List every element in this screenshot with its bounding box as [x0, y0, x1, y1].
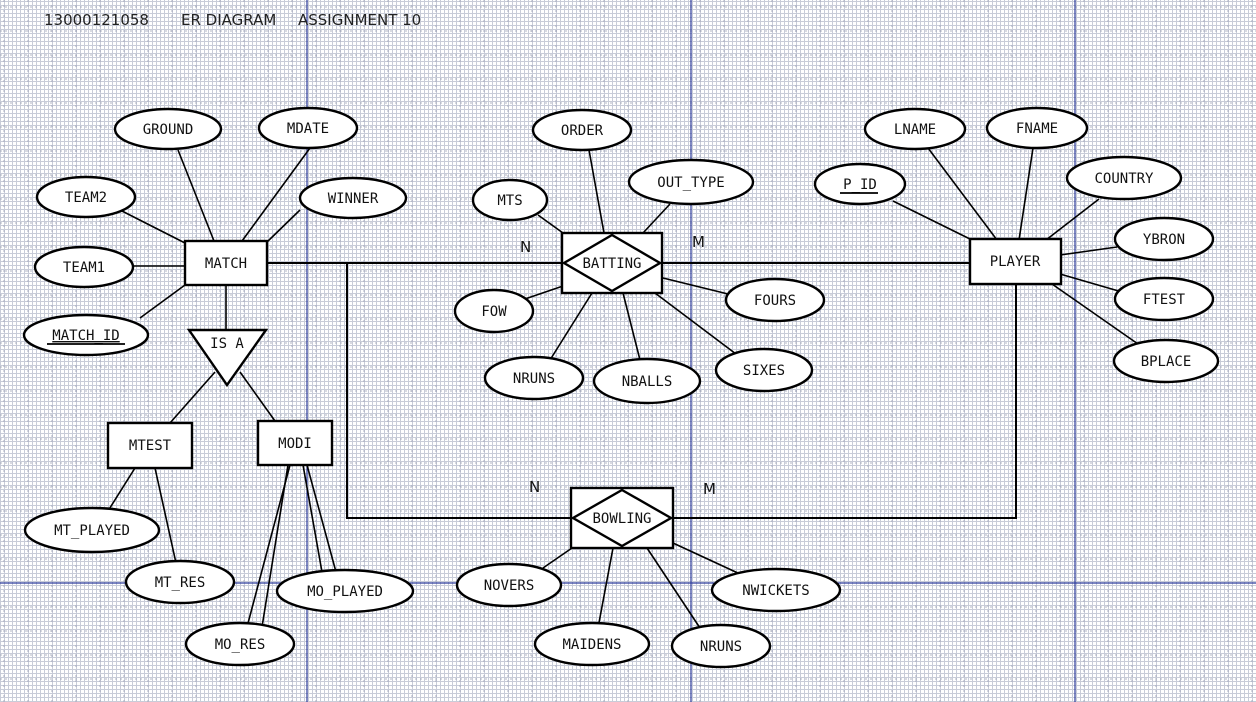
relationship-bowling[interactable]: BOWLING — [569, 486, 675, 550]
entity-modi[interactable]: MODI — [256, 419, 334, 467]
svg-text:COUNTRY: COUNTRY — [1094, 171, 1154, 187]
svg-text:BPLACE: BPLACE — [1141, 354, 1192, 370]
assignment-label: ASSIGNMENT 10 — [298, 11, 421, 29]
svg-text:MATCH_ID: MATCH_ID — [52, 328, 119, 344]
attr-ground[interactable]: GROUND — [113, 107, 223, 151]
svg-text:SIXES: SIXES — [743, 363, 785, 379]
diagram-title: ER DIAGRAM — [181, 11, 276, 29]
attr-team2[interactable]: TEAM2 — [35, 175, 137, 219]
attr-nruns-bowling[interactable]: NRUNS — [670, 623, 772, 669]
student-id: 13000121058 — [44, 11, 149, 29]
entity-player[interactable]: PLAYER — [968, 237, 1063, 286]
attr-mdate[interactable]: MDATE — [257, 106, 359, 150]
svg-text:YBRON: YBRON — [1143, 232, 1185, 248]
entity-mtest-label: MTEST — [129, 438, 172, 454]
attribute-links — [107, 147, 1139, 629]
svg-text:FNAME: FNAME — [1016, 121, 1058, 137]
svg-text:ORDER: ORDER — [561, 123, 604, 139]
svg-text:MT_RES: MT_RES — [155, 575, 206, 591]
attr-winner[interactable]: WINNER — [298, 176, 408, 220]
attr-bplace[interactable]: BPLACE — [1112, 338, 1220, 384]
svg-text:OUT_TYPE: OUT_TYPE — [657, 175, 724, 191]
svg-text:WINNER: WINNER — [328, 191, 379, 207]
entity-modi-label: MODI — [278, 436, 312, 452]
attr-match-id[interactable]: MATCH_ID — [22, 313, 150, 357]
svg-text:NRUNS: NRUNS — [513, 371, 555, 387]
attr-out-type[interactable]: OUT_TYPE — [627, 158, 755, 206]
svg-text:NWICKETS: NWICKETS — [742, 583, 809, 599]
attr-country[interactable]: COUNTRY — [1065, 155, 1183, 201]
svg-text:MO_PLAYED: MO_PLAYED — [307, 584, 383, 600]
svg-text:GROUND: GROUND — [143, 122, 194, 138]
svg-text:LNAME: LNAME — [894, 122, 936, 138]
entity-match[interactable]: MATCH — [183, 239, 269, 287]
attr-ybron[interactable]: YBRON — [1113, 216, 1215, 262]
attr-lname[interactable]: LNAME — [863, 107, 967, 151]
attr-sixes[interactable]: SIXES — [714, 347, 814, 393]
svg-text:TEAM2: TEAM2 — [65, 190, 107, 206]
attr-mt-res[interactable]: MT_RES — [124, 559, 236, 605]
relationship-batting-label: BATTING — [582, 256, 641, 272]
attr-mt-played[interactable]: MT_PLAYED — [23, 506, 161, 554]
attr-mo-res[interactable]: MO_RES — [184, 621, 296, 667]
batting-card-left: N — [520, 238, 531, 256]
attr-ftest[interactable]: FTEST — [1113, 276, 1215, 322]
relationship-batting[interactable]: BATTING — [560, 231, 664, 295]
attr-fours[interactable]: FOURS — [724, 277, 826, 323]
batting-card-right: M — [692, 233, 705, 251]
attr-fow[interactable]: FOW — [453, 288, 535, 334]
svg-text:FOW: FOW — [481, 304, 507, 320]
svg-text:MAIDENS: MAIDENS — [562, 637, 621, 653]
attr-team1[interactable]: TEAM1 — [33, 245, 135, 289]
svg-text:MO_RES: MO_RES — [215, 637, 266, 653]
attr-fname[interactable]: FNAME — [985, 106, 1089, 150]
relationship-links — [267, 262, 1017, 519]
svg-text:P_ID: P_ID — [843, 177, 877, 193]
attr-mts[interactable]: MTS — [471, 178, 549, 222]
attr-mo-played[interactable]: MO_PLAYED — [275, 568, 415, 614]
attr-maidens[interactable]: MAIDENS — [533, 621, 651, 667]
bowling-card-left: N — [529, 478, 540, 496]
attr-p-id[interactable]: P_ID — [813, 162, 907, 206]
isa-label: IS A — [210, 336, 244, 352]
entity-mtest[interactable]: MTEST — [106, 421, 194, 470]
bowling-card-right: M — [703, 480, 716, 498]
attr-nruns-batting[interactable]: NRUNS — [483, 355, 585, 401]
svg-text:NOVERS: NOVERS — [484, 578, 535, 594]
attr-novers[interactable]: NOVERS — [455, 562, 563, 608]
svg-text:NBALLS: NBALLS — [622, 374, 673, 390]
svg-text:MDATE: MDATE — [287, 121, 329, 137]
attr-nwickets[interactable]: NWICKETS — [710, 567, 842, 613]
svg-text:FTEST: FTEST — [1143, 292, 1186, 308]
attr-order[interactable]: ORDER — [531, 108, 633, 152]
entity-player-label: PLAYER — [990, 254, 1041, 270]
entity-match-label: MATCH — [205, 256, 247, 272]
relationship-bowling-label: BOWLING — [592, 511, 651, 527]
svg-text:MTS: MTS — [497, 193, 522, 209]
attr-nballs[interactable]: NBALLS — [592, 357, 702, 405]
svg-text:NRUNS: NRUNS — [700, 639, 742, 655]
svg-text:FOURS: FOURS — [754, 293, 796, 309]
svg-text:MT_PLAYED: MT_PLAYED — [54, 523, 130, 539]
isa-triangle[interactable]: IS A — [186, 328, 269, 388]
svg-text:TEAM1: TEAM1 — [63, 260, 105, 276]
